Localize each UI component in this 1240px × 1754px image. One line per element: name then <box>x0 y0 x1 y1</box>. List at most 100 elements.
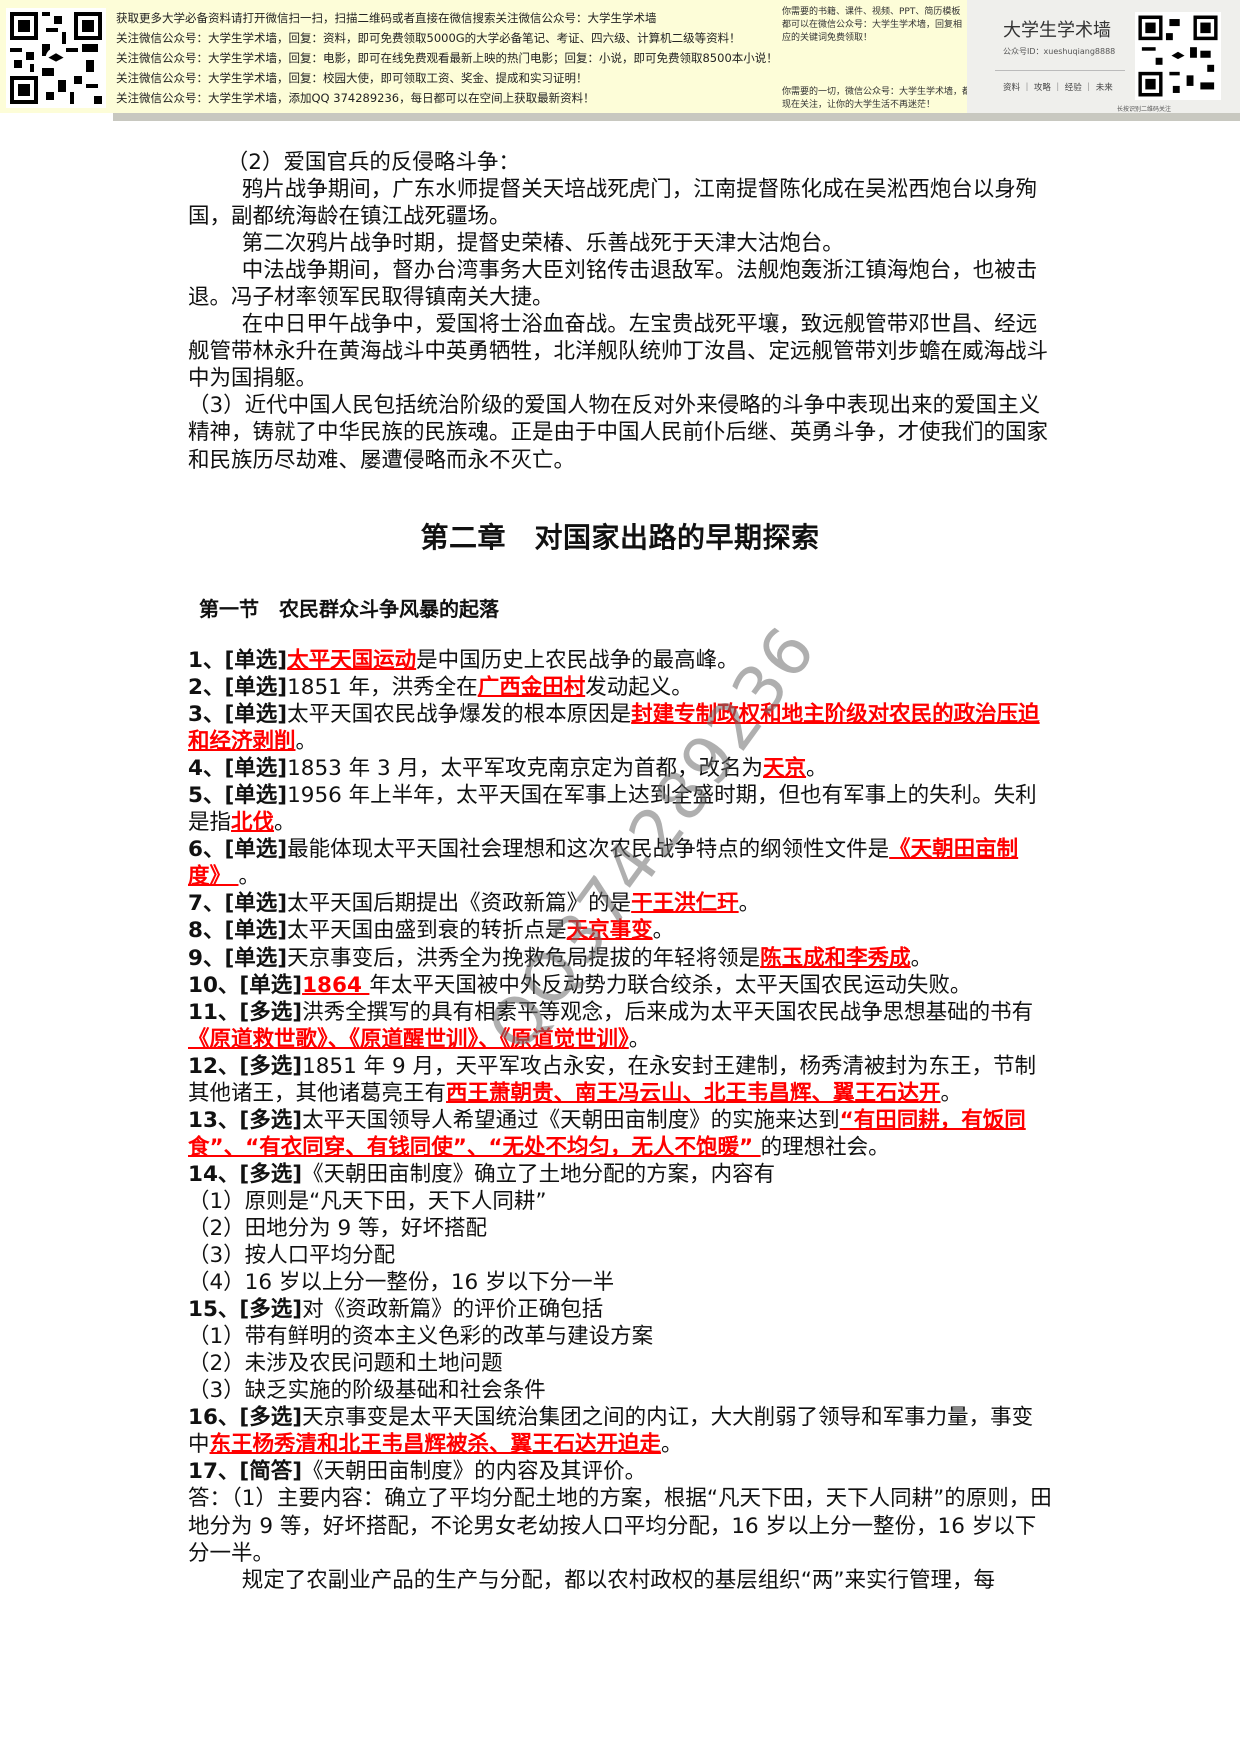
paragraph: 在中日甲午战争中，爱国将士浴血奋战。左宝贵战死平壤，致远舰管带邓世昌、经远舰管带… <box>188 312 1049 392</box>
question-number: 16、[多选] <box>188 1405 303 1431</box>
answer-text: 西王萧朝贵、南王冯云山、北王韦昌辉、翼王石达开 <box>446 1080 941 1106</box>
previous-section-text: （2）爱国官兵的反侵略斗争：鸦片战争期间，广东水师提督关天培战死虎门，江南提督陈… <box>188 149 1052 474</box>
question-item: 12、[多选]1851 年 9 月，天平军攻占永安，在永安封王建制，杨秀清被封为… <box>188 1053 1052 1107</box>
banner-line: 关注微信公众号：大学生学术墙，回复：校园大使，即可领取工资、奖金、提成和实习证明… <box>116 71 588 85</box>
banner-side-text: 你需要的一切，微信公众号：大学生学术墙，都有！ <box>782 87 990 97</box>
question-list: 1、[单选]太平天国运动是中国历史上农民战争的最高峰。2、[单选]1851 年，… <box>188 647 1052 1594</box>
question-item: 1、[单选]太平天国运动是中国历史上农民战争的最高峰。 <box>188 647 1052 674</box>
question-number: 5、[单选] <box>188 783 288 809</box>
paragraph: 答：（1）主要内容：确立了平均分配土地的方案，根据“凡天下田，天下人同耕”的原则… <box>188 1486 1052 1566</box>
question-text: 太平天国农民战争爆发的根本原因是 <box>287 702 632 728</box>
question-text: 太平天国领导人希望通过《天朝田亩制度》的实施来达到 <box>302 1107 840 1133</box>
qr-code-icon <box>6 8 106 108</box>
answer-text: 《原道救世歌》、《原道醒世训》、《原道觉世训》 <box>188 1026 629 1052</box>
paragraph: 中法战争期间，督办台湾事务大臣刘铭传击退敌军。法舰炮轰浙江镇海炮台，也被击退。冯… <box>188 258 1038 311</box>
paragraph: （2）爱国官兵的反侵略斗争： <box>226 150 520 175</box>
question-number: 13、[多选] <box>188 1107 303 1133</box>
question-item: 13、[多选]太平天国领导人希望通过《天朝田亩制度》的实施来达到“有田同耕，有饭… <box>188 1107 1052 1161</box>
banner-side-text: 现在关注，让你的大学生活不再迷茫！ <box>782 100 936 110</box>
promo-banner: 获取更多大学必备资料请打开微信扫一扫，扫描二维码或者直接在微信搜索关注微信公众号… <box>0 0 1240 113</box>
answer-text: “有田同耕，有饭同食”、“有衣同穿、有钱同使”、“无处不均匀，无人不饱暖” <box>188 1107 1026 1160</box>
question-text: 年太平天国被中外反动势力联合绞杀，太平天国农民运动失败。 <box>369 972 972 998</box>
question-number: 4、[单选] <box>188 756 288 782</box>
option-item: （2）田地分为 9 等，好坏搭配 <box>188 1215 488 1241</box>
paragraph: 鸦片战争期间，广东水师提督关天培战死虎门，江南提督陈化成在吴淞西炮台以身殉国，副… <box>188 177 1038 230</box>
qr-caption: 长按识别二维码关注 <box>1117 106 1172 113</box>
qr-code-right <box>1135 12 1221 100</box>
paragraph: 第二次鸦片战争时期，提督史荣椿、乐善战死于天津大沽炮台。 <box>241 231 844 257</box>
answer-text: 1864 <box>302 972 370 998</box>
chapter-title: 第二章 对国家出路的早期探索 <box>420 521 820 554</box>
question-text: 。 <box>238 864 261 890</box>
account-id: 公众号ID：xueshuqiang8888 <box>1003 47 1116 56</box>
question-number: 15、[多选] <box>188 1297 303 1323</box>
answer-text: 太平天国运动 <box>287 648 417 673</box>
banner-line: 关注微信公众号：大学生学术墙，添加QQ 374289236，每日都可以在空间上获… <box>116 91 595 105</box>
question-item: 8、[单选]太平天国由盛到衰的转折点是天京事变。 <box>188 917 1052 944</box>
option-item: （1）带有鲜明的资本主义色彩的改革与建设方案 <box>188 1324 654 1350</box>
banner-line: 获取更多大学必备资料请打开微信扫一扫，扫描二维码或者直接在微信搜索关注微信公众号… <box>116 11 657 25</box>
qr-code-left <box>6 8 106 108</box>
question-text: 1956 年上半年，太平天国在军事上达到全盛时期，但也有军事上的失利。失利是指 <box>188 783 1037 836</box>
card-divider <box>995 70 1125 71</box>
question-text: 太平天国由盛到衰的转折点是 <box>287 918 567 944</box>
answer-text: 天京事变 <box>566 918 653 944</box>
question-text: 最能体现太平天国社会理想和这次农民战争特点的纲领性文件是 <box>287 837 890 863</box>
question-item: 9、[单选]天京事变后，洪秀全为挽救危局提拔的年轻将领是陈玉成和李秀成。 <box>188 945 1052 972</box>
question-text: 。 <box>738 891 761 917</box>
question-text: 。 <box>940 1080 963 1106</box>
paragraph: 规定了农副业产品的生产与分配，都以农村政权的基层组织“两”来实行管理，每 <box>241 1567 996 1593</box>
question-number: 9、[单选] <box>188 945 288 971</box>
question-number: 11、[多选] <box>188 999 303 1025</box>
banner-bottom-band <box>113 113 1240 121</box>
question-text: 1851 年 9 月，天平军攻占永安，在永安封王建制，杨秀清被封为东王，节制其他… <box>188 1053 1036 1106</box>
answer-text: 天京 <box>763 756 807 782</box>
question-item: 16、[多选]天京事变是太平天国统治集团之间的内讧，大大削弱了领导和军事力量，事… <box>188 1404 1052 1458</box>
question-text: 对《资政新篇》的评价正确包括 <box>302 1297 604 1323</box>
question-text: 。 <box>806 756 828 782</box>
question-text: 。 <box>628 1026 651 1052</box>
answer-text: 东王杨秀清和北王韦昌辉被杀、翼王石达开迫走 <box>209 1432 662 1458</box>
account-card: 大学生学术墙 公众号ID：xueshuqiang8888 资料 ｜ 攻略 ｜ 经… <box>967 0 1240 113</box>
question-text: 。 <box>274 810 296 836</box>
question-text: 。 <box>295 729 318 755</box>
question-text: 天京事变是太平天国统治集团之间的内讧，大大削弱了领导和军事力量，事变中 <box>188 1405 1034 1458</box>
question-text: 。 <box>652 918 675 944</box>
question-number: 8、[单选] <box>188 918 288 944</box>
section-title: 第一节 农民群众斗争风暴的起落 <box>199 597 499 621</box>
option-item: （4）16 岁以上分一整份，16 岁以下分一半 <box>188 1270 615 1296</box>
banner-line: 关注微信公众号：大学生学术墙，回复：资料，即可免费领取5000G的大学必备笔记、… <box>116 31 741 45</box>
card-links: 资料 ｜ 攻略 ｜ 经验 ｜ 未来 <box>1003 83 1113 93</box>
option-item: （3）缺乏实施的阶级基础和社会条件 <box>188 1378 546 1404</box>
question-text: 是中国历史上农民战争的最高峰。 <box>416 648 739 673</box>
question-number: 17、[简答] <box>188 1459 303 1485</box>
banner-side-text: 应的关键词免费领取！ <box>782 33 873 43</box>
question-text: 的理想社会。 <box>760 1134 890 1160</box>
option-item: （3）按人口平均分配 <box>188 1243 396 1269</box>
answer-text: 陈玉成和李秀成 <box>760 945 911 971</box>
question-text: 天京事变后，洪秀全为挽救危局提拔的年轻将领是 <box>287 945 761 971</box>
question-text: 《天朝田亩制度》确立了土地分配的方案，内容有 <box>302 1161 776 1187</box>
question-number: 2、[单选] <box>188 675 288 701</box>
question-item: 10、[单选]1864 年太平天国被中外反动势力联合绞杀，太平天国农民运动失败。 <box>188 972 1052 999</box>
account-name: 大学生学术墙 <box>1003 20 1111 41</box>
banner-line: 关注微信公众号：大学生学术墙，回复：电影，即可在线免费观看最新上映的热门电影；回… <box>116 51 778 65</box>
question-item: 2、[单选]1851 年，洪秀全在广西金田村发动起义。 <box>188 674 1052 701</box>
question-number: 12、[多选] <box>188 1053 303 1079</box>
question-item: 6、[单选]最能体现太平天国社会理想和这次农民战争特点的纲领性文件是《天朝田亩制… <box>188 836 1052 890</box>
question-text: 发动起义。 <box>585 675 693 701</box>
answer-text: 北伐 <box>231 810 275 836</box>
banner-side-text: 你需要的书籍、课件、视频、PPT、简历模板 <box>782 7 961 17</box>
question-number: 3、[单选] <box>188 702 288 728</box>
question-item: 15、[多选]对《资政新篇》的评价正确包括 <box>188 1296 1052 1323</box>
question-text: 。 <box>661 1432 683 1458</box>
option-item: （2）未涉及农民问题和土地问题 <box>188 1351 503 1377</box>
question-number: 10、[单选] <box>188 972 303 998</box>
question-number: 14、[多选] <box>188 1161 303 1187</box>
question-item: 3、[单选]太平天国农民战争爆发的根本原因是封建专制政权和地主阶级对农民的政治压… <box>188 701 1052 755</box>
question-text: 1853 年 3 月，太平军攻克南京定为首都，改名为 <box>287 756 764 782</box>
option-item: （1）原则是“凡天下田，天下人同耕” <box>188 1188 547 1214</box>
answer-text: 干王洪仁玕 <box>631 891 739 917</box>
question-text: 《天朝田亩制度》的内容及其评价。 <box>302 1459 647 1485</box>
question-item: 14、[多选]《天朝田亩制度》确立了土地分配的方案，内容有 <box>188 1161 1052 1188</box>
